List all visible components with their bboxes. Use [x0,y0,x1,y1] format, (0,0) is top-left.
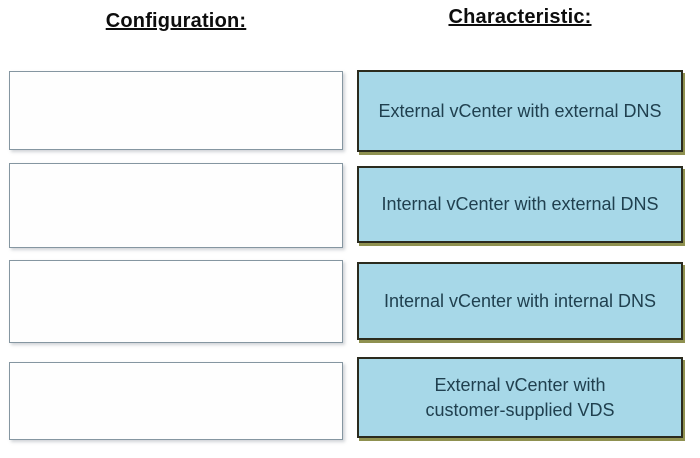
characteristic-item-external-vcenter-external-dns[interactable]: External vCenter with external DNS [357,70,683,152]
slot-label [10,74,22,94]
characteristic-item-label: External vCenter with customer-supplied … [425,375,615,420]
configuration-column-header: Configuration: [105,10,247,32]
characteristic-item-label: External vCenter with external DNS [378,100,662,121]
characteristic-item-external-vcenter-customer-vds[interactable]: External vCenter with customer-supplied … [357,357,683,438]
characteristic-item-label: Internal vCenter with external DNS [381,194,659,215]
slot-label [10,365,22,385]
configuration-drop-slot-2[interactable] [9,163,343,248]
configuration-drop-slot-4[interactable] [9,362,343,440]
slot-label [10,166,22,186]
characteristic-item-internal-vcenter-internal-dns[interactable]: Internal vCenter with internal DNS [357,262,683,340]
configuration-drop-slot-3[interactable] [9,260,343,343]
characteristic-item-internal-vcenter-external-dns[interactable]: Internal vCenter with external DNS [357,166,683,243]
characteristic-column-header: Characteristic: [448,6,592,28]
configuration-drop-slot-1[interactable] [9,71,343,150]
characteristic-item-label: Internal vCenter with internal DNS [383,290,657,311]
slot-label [10,263,22,283]
